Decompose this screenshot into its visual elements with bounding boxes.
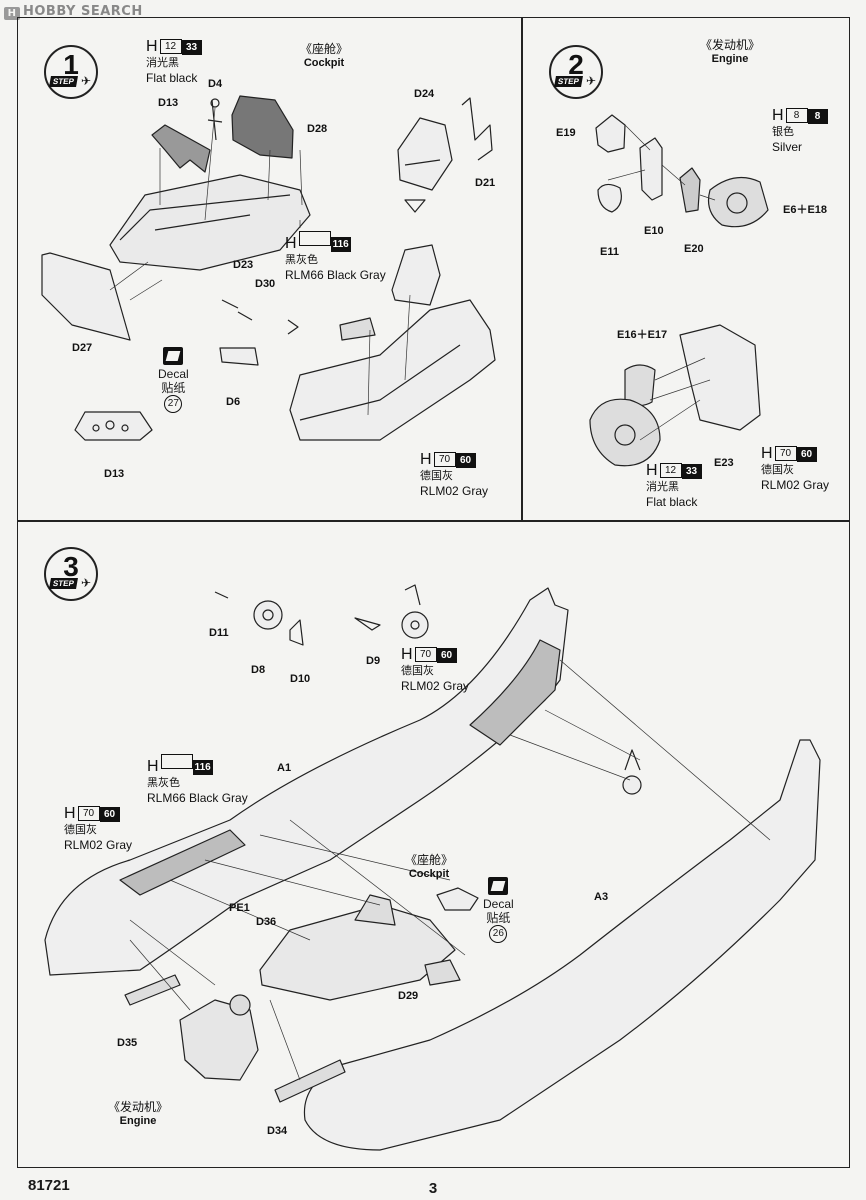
- label-e23: E23: [714, 457, 734, 469]
- label-d23: D23: [233, 259, 254, 271]
- step1-decal: Decal 贴纸 27: [158, 347, 189, 413]
- label-d10: D10: [290, 673, 311, 685]
- step3-number: 3: [63, 551, 79, 582]
- label-e6-e18: E6＋E18: [783, 204, 828, 216]
- plane-icon: ✈: [80, 74, 91, 88]
- decal-icon: [488, 877, 509, 895]
- step2-badge: 2 STEP ✈: [549, 45, 603, 99]
- step2-panel: [521, 17, 850, 522]
- label-d13-panel: D13: [104, 468, 125, 480]
- label-d27: D27: [72, 342, 93, 354]
- label-e11: E11: [600, 246, 619, 258]
- label-a3: A3: [594, 891, 609, 903]
- label-d6: D6: [226, 396, 241, 408]
- label-e10: E10: [644, 225, 664, 237]
- label-d29: D29: [398, 990, 419, 1002]
- step1-panel: [17, 17, 523, 522]
- label-pe1: PE1: [229, 902, 250, 914]
- page-number: 3: [428, 1180, 438, 1197]
- step2-number: 2: [568, 49, 584, 80]
- label-e19: E19: [556, 127, 576, 139]
- step3-decal: Decal 贴纸 26: [483, 877, 514, 943]
- watermark-text: HOBBY SEARCH: [23, 4, 143, 19]
- label-d13: D13: [158, 97, 179, 109]
- label-e20: E20: [684, 243, 704, 255]
- label-d21: D21: [475, 177, 496, 189]
- step2-title-en: Engine: [711, 53, 749, 65]
- plane-icon: ✈: [80, 576, 91, 590]
- label-d9: D9: [366, 655, 381, 667]
- step2-word: STEP: [554, 76, 583, 87]
- label-a1: A1: [277, 762, 292, 774]
- step1-number: 1: [63, 49, 79, 80]
- step1-word: STEP: [49, 76, 78, 87]
- label-d8: D8: [251, 664, 266, 676]
- step3-word: STEP: [49, 578, 78, 589]
- step1-badge: 1 STEP ✈: [44, 45, 98, 99]
- step3-panel: [17, 520, 850, 1168]
- label-d11: D11: [209, 627, 229, 639]
- kit-number: 81721: [28, 1177, 70, 1194]
- label-d36: D36: [256, 916, 277, 928]
- step1-title-cn: 《座舱》: [300, 42, 349, 56]
- decal-icon: [163, 347, 184, 365]
- label-d24: D24: [414, 88, 435, 100]
- step3-cockpit-title: 《座舱》 Cockpit: [405, 853, 454, 880]
- label-e16-e17: E16＋E17: [617, 329, 668, 341]
- step3-engine-title: 《发动机》 Engine: [108, 1100, 169, 1127]
- watermark-logo-icon: H: [4, 7, 20, 20]
- label-d4: D4: [208, 78, 223, 90]
- plane-icon: ✈: [585, 74, 596, 88]
- step2-title: 《发动机》 Engine: [700, 36, 760, 65]
- step1-title: 《座舱》 Cockpit: [300, 40, 348, 69]
- label-d34: D34: [267, 1125, 288, 1137]
- label-d35: D35: [117, 1037, 138, 1049]
- step1-title-en: Cockpit: [303, 57, 345, 69]
- step3-badge: 3 STEP ✈: [44, 547, 98, 601]
- step2-title-cn: 《发动机》: [700, 38, 761, 52]
- label-d28: D28: [307, 123, 328, 135]
- label-d30: D30: [255, 278, 276, 290]
